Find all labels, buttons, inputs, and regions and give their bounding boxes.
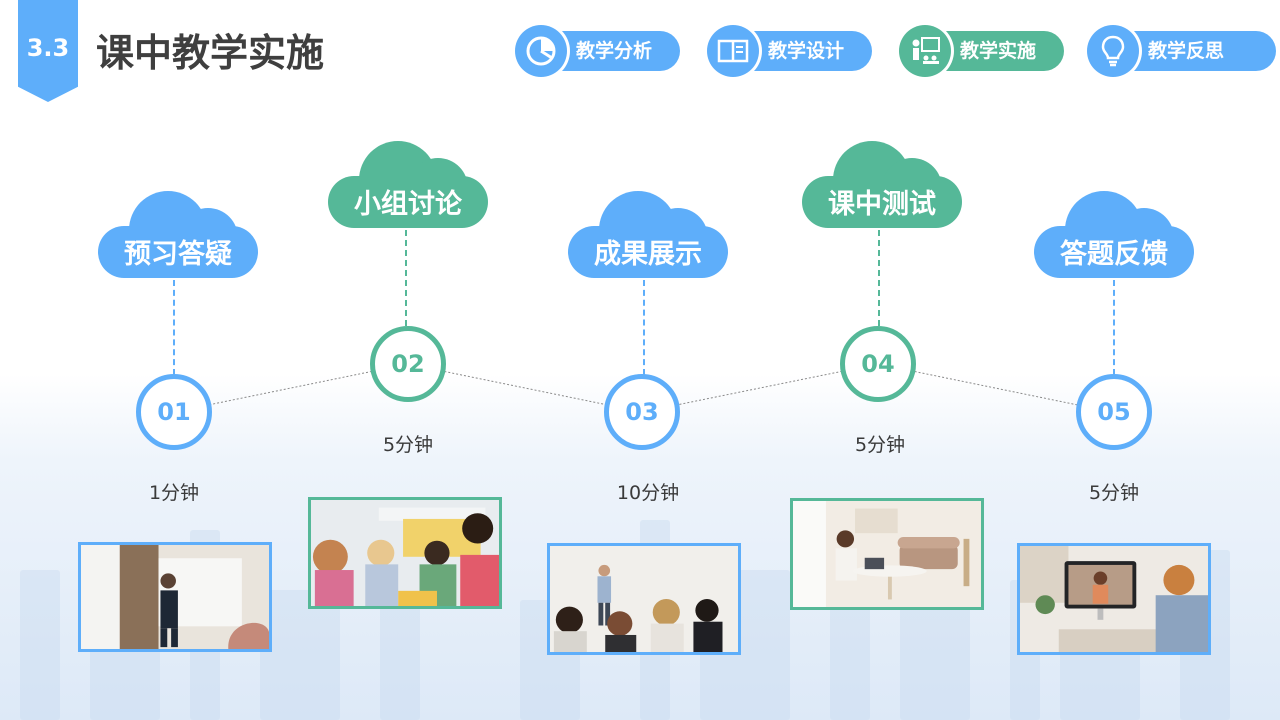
step-number-02: 02 bbox=[370, 326, 446, 402]
teacher-board-icon bbox=[896, 22, 954, 80]
step-number-03: 03 bbox=[604, 374, 680, 450]
connector-dash bbox=[1113, 280, 1115, 375]
cloud-step-1: 预习答疑 bbox=[96, 186, 260, 280]
step-number-05: 05 bbox=[1076, 374, 1152, 450]
connector-dash bbox=[173, 280, 175, 375]
cloud-step-4: 课中测试 bbox=[800, 136, 964, 230]
video-call-feedback-photo bbox=[1017, 543, 1211, 655]
connector-dash bbox=[405, 230, 407, 326]
step-duration: 5分钟 bbox=[1088, 482, 1140, 504]
page-title: 课中教学实施 bbox=[96, 31, 325, 75]
step-number-04: 04 bbox=[840, 326, 916, 402]
step-label: 成果展示 bbox=[594, 239, 702, 270]
step-duration: 10分钟 bbox=[616, 482, 680, 504]
step-duration: 5分钟 bbox=[382, 434, 434, 456]
cloud-step-3: 成果展示 bbox=[566, 186, 730, 280]
cloud-step-2: 小组讨论 bbox=[326, 136, 490, 230]
step-duration: 5分钟 bbox=[854, 434, 906, 456]
lightbulb-icon bbox=[1084, 22, 1142, 80]
step-number-01: 01 bbox=[136, 374, 212, 450]
open-book-icon bbox=[704, 22, 762, 80]
group-discussion-photo bbox=[308, 497, 502, 609]
section-number: 3.3 bbox=[26, 34, 70, 62]
connector-dash bbox=[643, 280, 645, 375]
pie-chart-icon bbox=[512, 22, 570, 80]
step-label: 预习答疑 bbox=[124, 239, 232, 270]
cloud-step-5: 答题反馈 bbox=[1032, 186, 1196, 280]
step-label: 小组讨论 bbox=[354, 189, 462, 220]
step-duration: 1分钟 bbox=[148, 482, 200, 504]
teacher-presenting-photo bbox=[78, 542, 272, 652]
laptop-test-photo bbox=[790, 498, 984, 610]
connector-dash bbox=[878, 230, 880, 326]
section-tab bbox=[18, 0, 78, 102]
presentation-audience-photo bbox=[547, 543, 741, 655]
step-label: 课中测试 bbox=[828, 189, 936, 220]
step-label: 答题反馈 bbox=[1060, 239, 1168, 270]
